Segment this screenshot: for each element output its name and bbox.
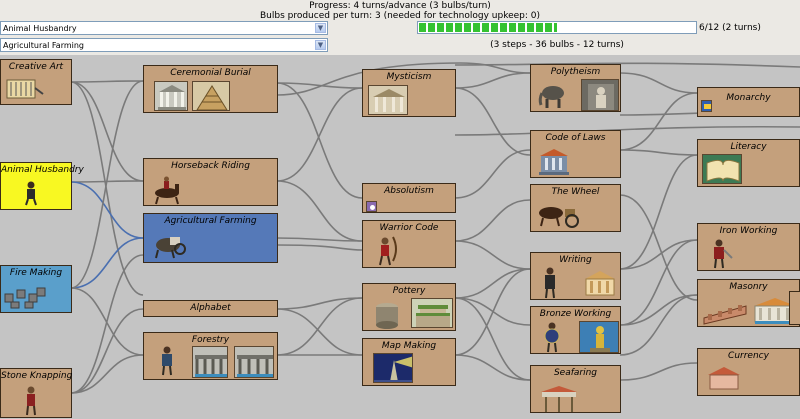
tech-label: Warrior Code xyxy=(379,223,439,233)
tech-masonry[interactable]: Masonry xyxy=(697,279,800,327)
tech-seafaring[interactable]: Seafaring xyxy=(530,365,621,413)
temple-icon xyxy=(154,81,188,111)
research-progress-bar xyxy=(417,21,697,34)
research-header: Progress: 4 turns/advance (3 bulbs/turn)… xyxy=(0,0,800,55)
tech-label: Animal Husbandry xyxy=(1,165,84,175)
pyramid-icon xyxy=(192,81,230,111)
chariot-icon xyxy=(539,207,579,228)
tech-label: Absolutism xyxy=(384,186,434,196)
tech-warrior-code[interactable]: Warrior Code xyxy=(362,220,456,268)
great-library-icon xyxy=(702,154,742,184)
tech-label: Forestry xyxy=(191,335,230,345)
goal-steps-text: (3 steps - 36 bulbs - 12 turns) xyxy=(490,40,624,50)
tech-label: Alphabet xyxy=(190,303,231,313)
tech-creative-art[interactable]: Creative Art xyxy=(0,59,72,105)
tech-mysticism[interactable]: Mysticism xyxy=(362,69,456,117)
tech-label: Creative Art xyxy=(8,62,64,72)
tech-label: Map Making xyxy=(381,341,437,351)
horseman-icon xyxy=(155,176,179,205)
tech-bronze-working[interactable]: Bronze Working xyxy=(530,306,621,354)
bulbs-status-text: Bulbs produced per turn: 3 (needed for t… xyxy=(259,11,541,21)
harbor-icon xyxy=(541,386,577,412)
tech-label: Fire Making xyxy=(9,268,63,278)
research-progress-fill xyxy=(419,23,557,32)
tech-iron-working[interactable]: Iron Working xyxy=(697,223,800,271)
tech-label: Masonry xyxy=(729,282,768,292)
tech-label: Writing xyxy=(559,255,592,265)
tech-polytheism[interactable]: Polytheism xyxy=(530,64,621,112)
tech-monarchy[interactable]: Monarchy xyxy=(697,87,800,117)
tech-label: Pottery xyxy=(392,286,426,296)
tech-fire-making[interactable]: Fire Making xyxy=(0,265,72,313)
tech-horseback-riding[interactable]: Horseback Riding xyxy=(143,158,278,206)
research-goal-select[interactable]: Agricultural Farming ▼ xyxy=(0,38,328,52)
tech-map-making[interactable]: Map Making xyxy=(362,338,456,386)
research-progress-text: 6/12 (2 turns) xyxy=(699,23,761,33)
tech-offscreen[interactable] xyxy=(789,291,800,325)
tech-forestry[interactable]: Forestry xyxy=(143,332,278,380)
worker-icon xyxy=(162,346,172,376)
tech-stone-knapping[interactable]: Stone Knapping xyxy=(0,368,72,418)
tech-label: Literacy xyxy=(730,142,767,152)
tech-pottery[interactable]: Pottery xyxy=(362,283,456,331)
granary-icon xyxy=(376,303,398,329)
tech-absolutism[interactable]: Absolutism xyxy=(362,183,456,213)
tech-label: Ceremonial Burial xyxy=(170,68,251,78)
courthouse-icon xyxy=(539,149,569,175)
knapper-icon xyxy=(26,386,36,416)
government-icon xyxy=(366,201,377,212)
tech-the-wheel[interactable]: The Wheel xyxy=(530,184,621,232)
tech-writing[interactable]: Writing xyxy=(530,252,621,300)
statue-of-zeus-icon xyxy=(581,79,619,111)
fire-drill-icon xyxy=(4,287,46,309)
archer-icon xyxy=(379,236,397,266)
tech-label: Mysticism xyxy=(386,72,432,82)
tech-currency[interactable]: Currency xyxy=(697,348,800,396)
current-research-select[interactable]: Animal Husbandry ▼ xyxy=(0,21,328,35)
aqueduct-icon xyxy=(234,346,274,378)
lyre-icon xyxy=(6,79,44,99)
tech-code-of-laws[interactable]: Code of Laws xyxy=(530,130,621,178)
tech-label: Polytheism xyxy=(550,67,601,77)
lighthouse-icon xyxy=(373,353,413,383)
tech-animal-husbandry[interactable]: Animal Husbandry xyxy=(0,162,84,210)
ox-plow-icon xyxy=(155,237,186,259)
tech-label: Bronze Working xyxy=(539,309,612,319)
legion-icon xyxy=(714,239,733,269)
marketplace-icon xyxy=(708,367,740,390)
tech-agricultural-farming[interactable]: Agricultural Farming xyxy=(143,213,278,263)
progress-status-text: Progress: 4 turns/advance (3 bulbs/turn) xyxy=(309,1,491,11)
herder-icon xyxy=(25,181,37,206)
colossus-icon xyxy=(579,321,619,353)
current-research-value: Animal Husbandry xyxy=(3,24,77,33)
elephant-icon xyxy=(538,86,564,108)
chevron-down-icon[interactable]: ▼ xyxy=(315,40,326,50)
tech-label: Seafaring xyxy=(553,368,598,378)
great-wall-icon xyxy=(703,305,747,325)
tech-label: Monarchy xyxy=(726,93,771,103)
tech-ceremonial-burial[interactable]: Ceremonial Burial xyxy=(143,65,278,113)
tech-tree[interactable]: Creative Art Animal Husbandry Fire Makin… xyxy=(0,55,800,419)
tech-label: Code of Laws xyxy=(545,133,606,143)
scribe-icon xyxy=(545,267,555,299)
chevron-down-icon[interactable]: ▼ xyxy=(315,23,326,33)
research-goal-value: Agricultural Farming xyxy=(3,41,84,50)
tech-literacy[interactable]: Literacy xyxy=(697,139,800,187)
tech-label: Agricultural Farming xyxy=(164,216,257,226)
hanging-gardens-icon xyxy=(411,298,453,328)
oracle-temple-icon xyxy=(368,85,408,115)
tech-label: The Wheel xyxy=(551,187,600,197)
phalanx-icon xyxy=(544,322,560,353)
aqueduct-icon xyxy=(192,346,228,378)
tech-label: Iron Working xyxy=(719,226,778,236)
tech-label: Horseback Riding xyxy=(171,161,250,171)
library-icon xyxy=(585,271,615,296)
tech-alphabet[interactable]: Alphabet xyxy=(143,300,278,317)
tech-label: Stone Knapping xyxy=(1,371,73,381)
tech-label: Currency xyxy=(728,351,769,361)
government-icon xyxy=(701,100,712,112)
